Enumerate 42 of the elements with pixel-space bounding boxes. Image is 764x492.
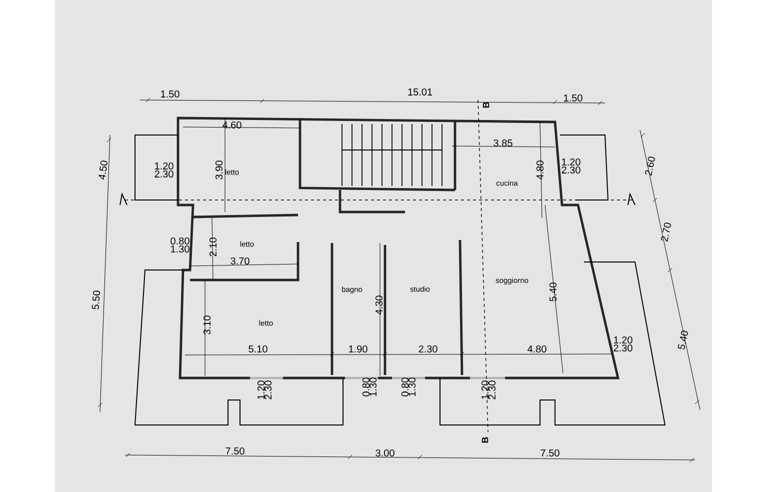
dimension-label: 1.90 bbox=[349, 345, 368, 353]
dimension-label: 3.70 bbox=[230, 257, 250, 265]
dimension-label: 2.70 bbox=[661, 222, 671, 242]
dimension-label: 1.20 bbox=[257, 380, 265, 399]
dimension-label: 2.60 bbox=[645, 156, 655, 176]
dimension-label: 2.30 bbox=[154, 170, 174, 178]
dimension-label: 1.20 bbox=[155, 162, 174, 170]
dimension-label: 7.50 bbox=[226, 447, 244, 455]
dimension-label: 4.80 bbox=[528, 345, 546, 353]
dimension-label: 4.50 bbox=[98, 160, 108, 180]
dimension-label: 0.80 bbox=[170, 237, 190, 245]
dimension-label: 5.50 bbox=[92, 290, 100, 310]
dimension-label: 3.90 bbox=[215, 160, 223, 180]
dimension-label: 2.30 bbox=[562, 166, 580, 174]
dimension-label: 0.80 bbox=[401, 378, 409, 396]
section-label: B bbox=[482, 437, 488, 443]
dimension-label: 1.20 bbox=[614, 336, 632, 344]
dimension-label: 1.30 bbox=[369, 378, 377, 396]
dimension-label: 3.00 bbox=[376, 449, 394, 457]
dimension-label: 1.30 bbox=[171, 245, 190, 253]
dimension-label: 1.50 bbox=[161, 90, 180, 98]
dimension-label: 2.30 bbox=[614, 344, 632, 352]
dimension-label: 1.20 bbox=[562, 158, 580, 166]
section-label: B bbox=[482, 102, 490, 108]
dimension-label: 4.60 bbox=[222, 121, 242, 129]
dimension-label: 3.10 bbox=[203, 316, 211, 334]
dimension-label: 1.30 bbox=[408, 378, 416, 396]
dimension-label: 1.50 bbox=[564, 94, 582, 102]
dimension-label: 2.30 bbox=[488, 380, 496, 400]
dimension-label: 3.85 bbox=[494, 139, 512, 147]
dimension-label: 2.10 bbox=[209, 238, 217, 256]
dimension-label: 0.80 bbox=[362, 378, 370, 396]
dimension-label: 7.50 bbox=[540, 449, 560, 457]
dimension-label: 5.10 bbox=[248, 345, 268, 353]
dimension-label: 2.30 bbox=[418, 345, 438, 353]
dimension-label: 15.01 bbox=[408, 88, 432, 96]
dimension-label: 4.30 bbox=[375, 296, 383, 314]
dimension-label: 2.30 bbox=[264, 380, 272, 400]
dimension-label: 1.20 bbox=[481, 380, 489, 399]
dimension-label: 4.80 bbox=[536, 160, 544, 180]
dimension-label: 5.40 bbox=[549, 282, 557, 302]
dimension-label: 5.40 bbox=[678, 330, 688, 350]
